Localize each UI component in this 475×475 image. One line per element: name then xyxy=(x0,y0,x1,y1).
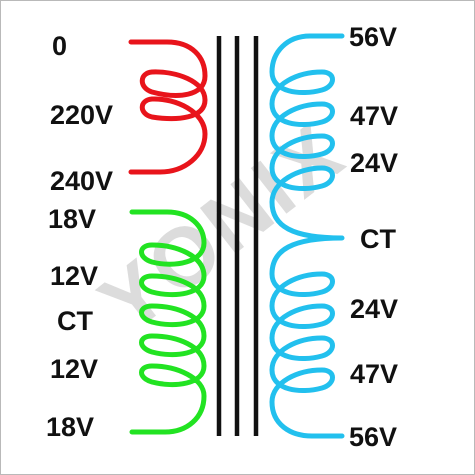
secondary-high-tap-label: 47V xyxy=(350,359,398,389)
primary-tap-label: 240V xyxy=(50,166,113,196)
primary-tap-labels: 0 220V 240V xyxy=(50,31,113,196)
primary-tap-label: 220V xyxy=(50,100,113,130)
secondary-low-tap-label: 12V xyxy=(50,261,98,291)
secondary-high-tap-label: 47V xyxy=(350,101,398,131)
secondary-low-tap-label: 18V xyxy=(48,204,96,234)
transformer-core xyxy=(216,36,259,436)
secondary-high-tap-labels: 56V 47V 24V CT 24V 47V 56V xyxy=(349,22,398,452)
secondary-high-tap-label: CT xyxy=(360,224,396,254)
secondary-high-tap-label: 24V xyxy=(350,148,398,178)
secondary-high-tap-label: 56V xyxy=(349,422,397,452)
primary-tap-label: 0 xyxy=(52,31,67,61)
secondary-low-winding-coil xyxy=(129,209,207,435)
secondary-high-tap-label: 56V xyxy=(349,22,397,52)
watermark-text: YONIX xyxy=(82,103,362,350)
primary-winding-coil xyxy=(128,39,208,175)
secondary-low-tap-labels: 18V 12V CT 12V 18V xyxy=(46,204,98,442)
secondary-low-tap-label: 12V xyxy=(50,354,98,384)
secondary-low-tap-label: 18V xyxy=(46,412,94,442)
secondary-high-tap-label: 24V xyxy=(350,294,398,324)
secondary-low-tap-label: CT xyxy=(57,306,93,336)
secondary-high-winding-coil xyxy=(269,33,345,439)
